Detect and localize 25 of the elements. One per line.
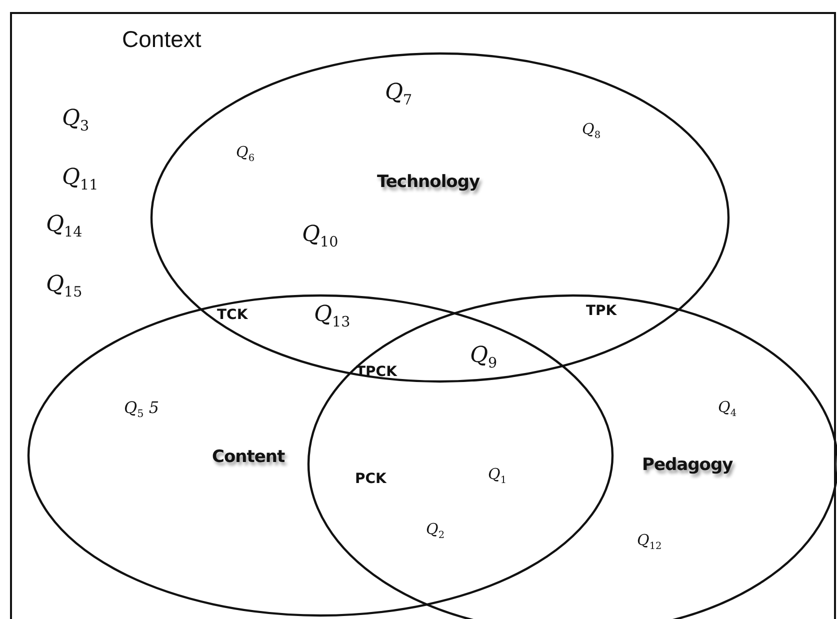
question-label: Q$_{1}$ xyxy=(488,465,507,486)
question-label: Q$_{5}$ 5 xyxy=(124,398,160,420)
set-label: Pedagogy xyxy=(642,455,733,475)
question-label: Q$_{7}$ xyxy=(385,80,412,108)
region-label: TPCK xyxy=(356,364,397,380)
set-label: Content xyxy=(212,447,285,467)
question-label: Q$_{2}$ xyxy=(426,520,445,541)
set-label: Technology xyxy=(377,172,480,192)
question-label: Q$_{6}$ xyxy=(236,143,255,164)
question-label: Q$_{11}$ xyxy=(62,165,98,194)
question-label: Q$_{14}$ xyxy=(46,212,82,240)
question-label: Q$_{12}$ xyxy=(637,531,662,552)
question-label: Q$_{9}$ xyxy=(470,343,498,372)
venn-ellipse xyxy=(150,52,730,383)
question-label: Q$_{3}$ xyxy=(62,106,90,134)
frame-title: Context xyxy=(122,26,202,53)
question-label: Q$_{10}$ xyxy=(302,222,338,250)
region-label: TCK xyxy=(217,307,248,323)
question-label: Q$_{15}$ xyxy=(46,272,82,300)
question-label: Q$_{13}$ xyxy=(314,302,350,330)
question-label: Q$_{8}$ xyxy=(582,120,601,141)
region-label: TPK xyxy=(586,303,617,319)
region-label: PCK xyxy=(355,471,386,487)
context-frame xyxy=(10,12,836,619)
question-label: Q$_{4}$ xyxy=(718,398,737,419)
